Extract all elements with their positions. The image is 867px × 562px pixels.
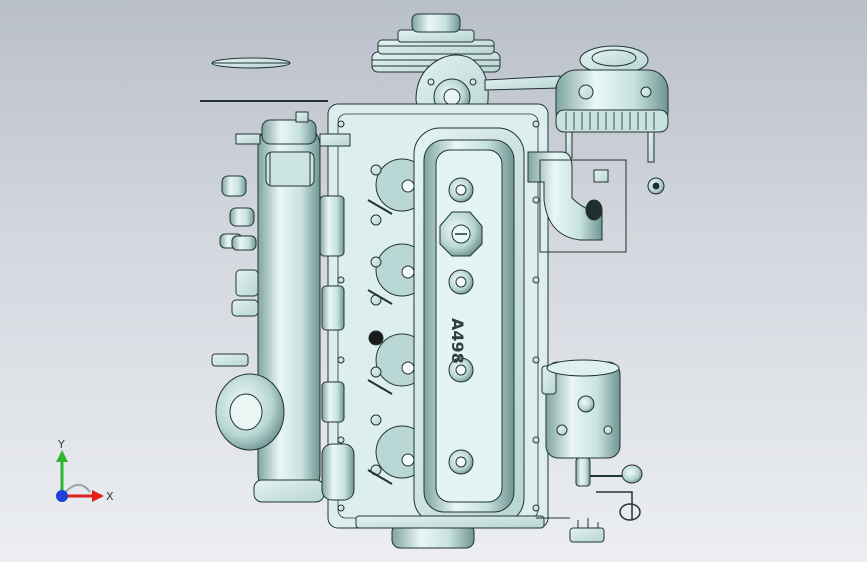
oil-separator[interactable]: [541, 359, 643, 543]
x-axis-label: X: [106, 490, 114, 503]
bracket-left[interactable]: [235, 133, 355, 501]
y-axis-arrow: [56, 450, 68, 496]
y-axis-label: Y: [57, 438, 65, 451]
alternator[interactable]: [555, 45, 669, 163]
coordinate-axis-triad[interactable]: Y X: [44, 436, 124, 516]
small-nut[interactable]: [647, 177, 665, 195]
sensor-fittings[interactable]: [211, 175, 259, 367]
engraving-label: A498: [448, 318, 467, 364]
oil-sump[interactable]: [355, 515, 570, 549]
intake-elbow[interactable]: [527, 151, 627, 253]
origin-z-icon: [56, 490, 68, 502]
oil-filler-cap[interactable]: [439, 211, 483, 257]
x-axis-arrow: [62, 490, 104, 502]
valve-cover[interactable]: [413, 127, 525, 525]
belt-cover-plate[interactable]: [211, 57, 291, 69]
crank-pulley[interactable]: [215, 373, 285, 451]
